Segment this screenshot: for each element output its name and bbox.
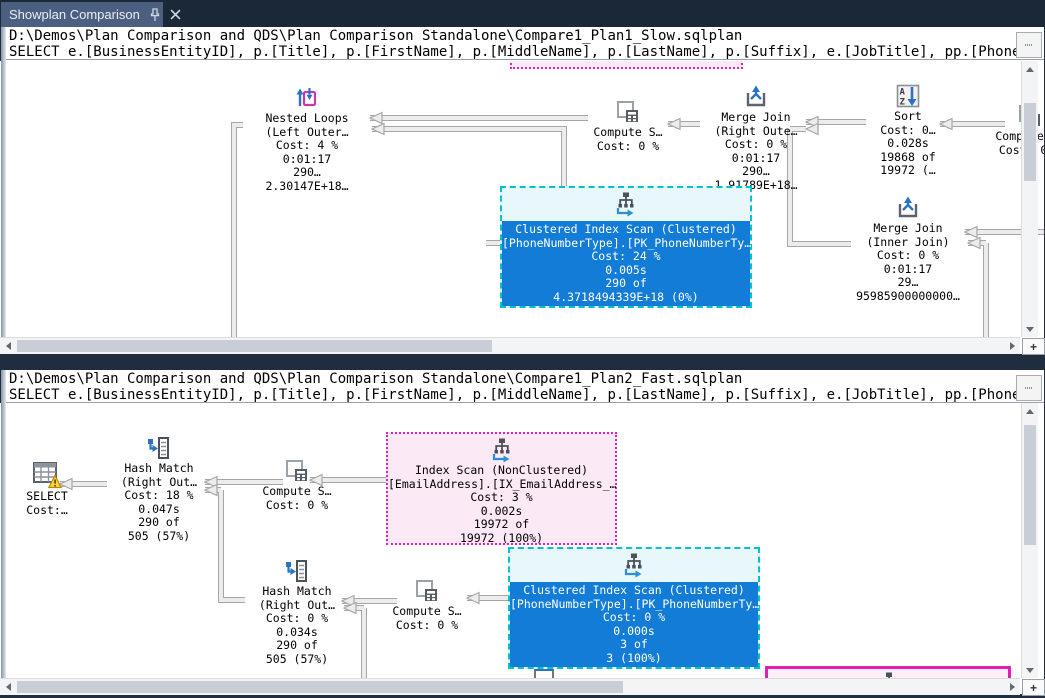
plan-node-compute-scalar-1[interactable]: Compute S…Cost: 0 %	[558, 99, 698, 153]
compute-scalar-icon	[615, 99, 641, 125]
plan-node-compute-scalar-1[interactable]: Compute S…Cost: 0 %	[227, 458, 367, 512]
node-text: Compute S…Cost: 0 %	[593, 125, 663, 153]
close-icon[interactable]	[170, 9, 181, 20]
title-bar: Showplan Comparison	[0, 0, 1045, 27]
plan-node-index-scan-pink[interactable]: Index Scan (NonClustered)[EmailAddress].…	[386, 432, 617, 545]
scroll-down-icon[interactable]	[1022, 662, 1038, 678]
node-text: Clustered Index Scan (Clustered)[PhoneNu…	[510, 582, 759, 667]
plan2-vscroll-thumb[interactable]	[1024, 425, 1036, 545]
node-text: Nested Loops(Left Outer…Cost: 4 %0:01:17…	[265, 111, 349, 193]
node-text: Compute S…Cost: 0 %	[262, 484, 332, 512]
scroll-right-icon[interactable]	[1004, 338, 1020, 354]
plan2-query-text: SELECT e.[BusinessEntityID], p.[Title], …	[9, 387, 1029, 403]
plan1-vscroll-thumb[interactable]	[1024, 103, 1036, 181]
scroll-left-icon[interactable]	[0, 338, 16, 354]
plan1-connectors	[231, 111, 1044, 337]
plan2-connectors	[58, 473, 508, 694]
nested-loops-icon	[294, 85, 320, 111]
scroll-up-icon[interactable]	[1022, 403, 1038, 419]
plan-node-clustered-index-scan-selected[interactable]: Clustered Index Scan (Clustered)[PhoneNu…	[508, 547, 760, 669]
node-text: Index Scan (NonClustered)[EmailAddress].…	[388, 463, 617, 545]
plan2-collapse-button[interactable]	[1016, 375, 1042, 401]
tab-title: Showplan Comparison	[9, 7, 140, 22]
pin-icon[interactable]	[149, 7, 161, 22]
plan1-canvas[interactable]: Nested Loops(Left Outer…Cost: 4 %0:01:17…	[0, 61, 1044, 337]
node-text: Compute S…Cost: 0 %	[392, 604, 462, 632]
index-scan-icon	[613, 191, 639, 217]
compute-scalar-icon	[284, 458, 310, 484]
plan-node-compute-scalar-2[interactable]: Compute S…Cost: 0 %	[357, 578, 497, 632]
select-warning-icon	[32, 461, 62, 489]
plan1-hscroll-thumb[interactable]	[17, 340, 492, 352]
plan2-hscroll-thumb[interactable]	[17, 681, 623, 693]
scroll-right-icon[interactable]	[1004, 679, 1020, 695]
scroll-left-icon[interactable]	[0, 679, 16, 695]
plan2-vertical-scrollbar[interactable]	[1021, 403, 1038, 678]
svg-text:Z: Z	[900, 98, 906, 108]
pane2-left-gutter	[1, 370, 6, 694]
svg-text:A: A	[900, 88, 906, 98]
merge-join-icon	[743, 84, 769, 110]
scroll-down-icon[interactable]	[1022, 321, 1038, 337]
compute-scalar-icon	[414, 578, 440, 604]
ellipsis-icon	[1025, 387, 1033, 389]
hash-match-icon	[146, 435, 172, 461]
plan2-header: D:\Demos\Plan Comparison and QDS\Plan Co…	[1, 370, 1044, 403]
plan1-zoom-in-button[interactable]: +	[1022, 338, 1045, 355]
scroll-up-icon[interactable]	[1022, 61, 1038, 77]
plan2-horizontal-scrollbar[interactable]	[0, 678, 1020, 695]
plan1-file-path: D:\Demos\Plan Comparison and QDS\Plan Co…	[9, 28, 743, 44]
plan1-query-text: SELECT e.[BusinessEntityID], p.[Title], …	[9, 44, 1029, 60]
window-bottom-border	[0, 694, 1045, 698]
plan-node-clustered-index-scan-selected[interactable]: Clustered Index Scan (Clustered)[PhoneNu…	[500, 186, 752, 308]
plan-node-nested-loops[interactable]: Nested Loops(Left Outer…Cost: 4 %0:01:17…	[237, 85, 377, 193]
plan1-vertical-scrollbar[interactable]	[1021, 61, 1038, 337]
ellipsis-icon	[1025, 44, 1033, 46]
plan1-horizontal-scrollbar[interactable]	[0, 337, 1020, 354]
node-text: Clustered Index Scan (Clustered)[PhoneNu…	[502, 221, 751, 306]
pane-splitter[interactable]	[0, 354, 1045, 370]
merge-join-icon	[895, 195, 921, 221]
plan2-file-path: D:\Demos\Plan Comparison and QDS\Plan Co…	[9, 371, 743, 387]
hash-match-icon	[284, 558, 310, 584]
index-scan-icon	[489, 437, 515, 463]
plan1-header: D:\Demos\Plan Comparison and QDS\Plan Co…	[1, 27, 1044, 60]
clipped-plan-node[interactable]	[510, 61, 743, 69]
tab-showplan-comparison[interactable]: Showplan Comparison	[1, 2, 181, 27]
pane1-left-gutter	[1, 27, 6, 354]
plan1-collapse-button[interactable]	[1016, 32, 1042, 58]
plan2-zoom-in-button[interactable]: +	[1022, 679, 1045, 696]
index-scan-icon	[621, 552, 647, 578]
